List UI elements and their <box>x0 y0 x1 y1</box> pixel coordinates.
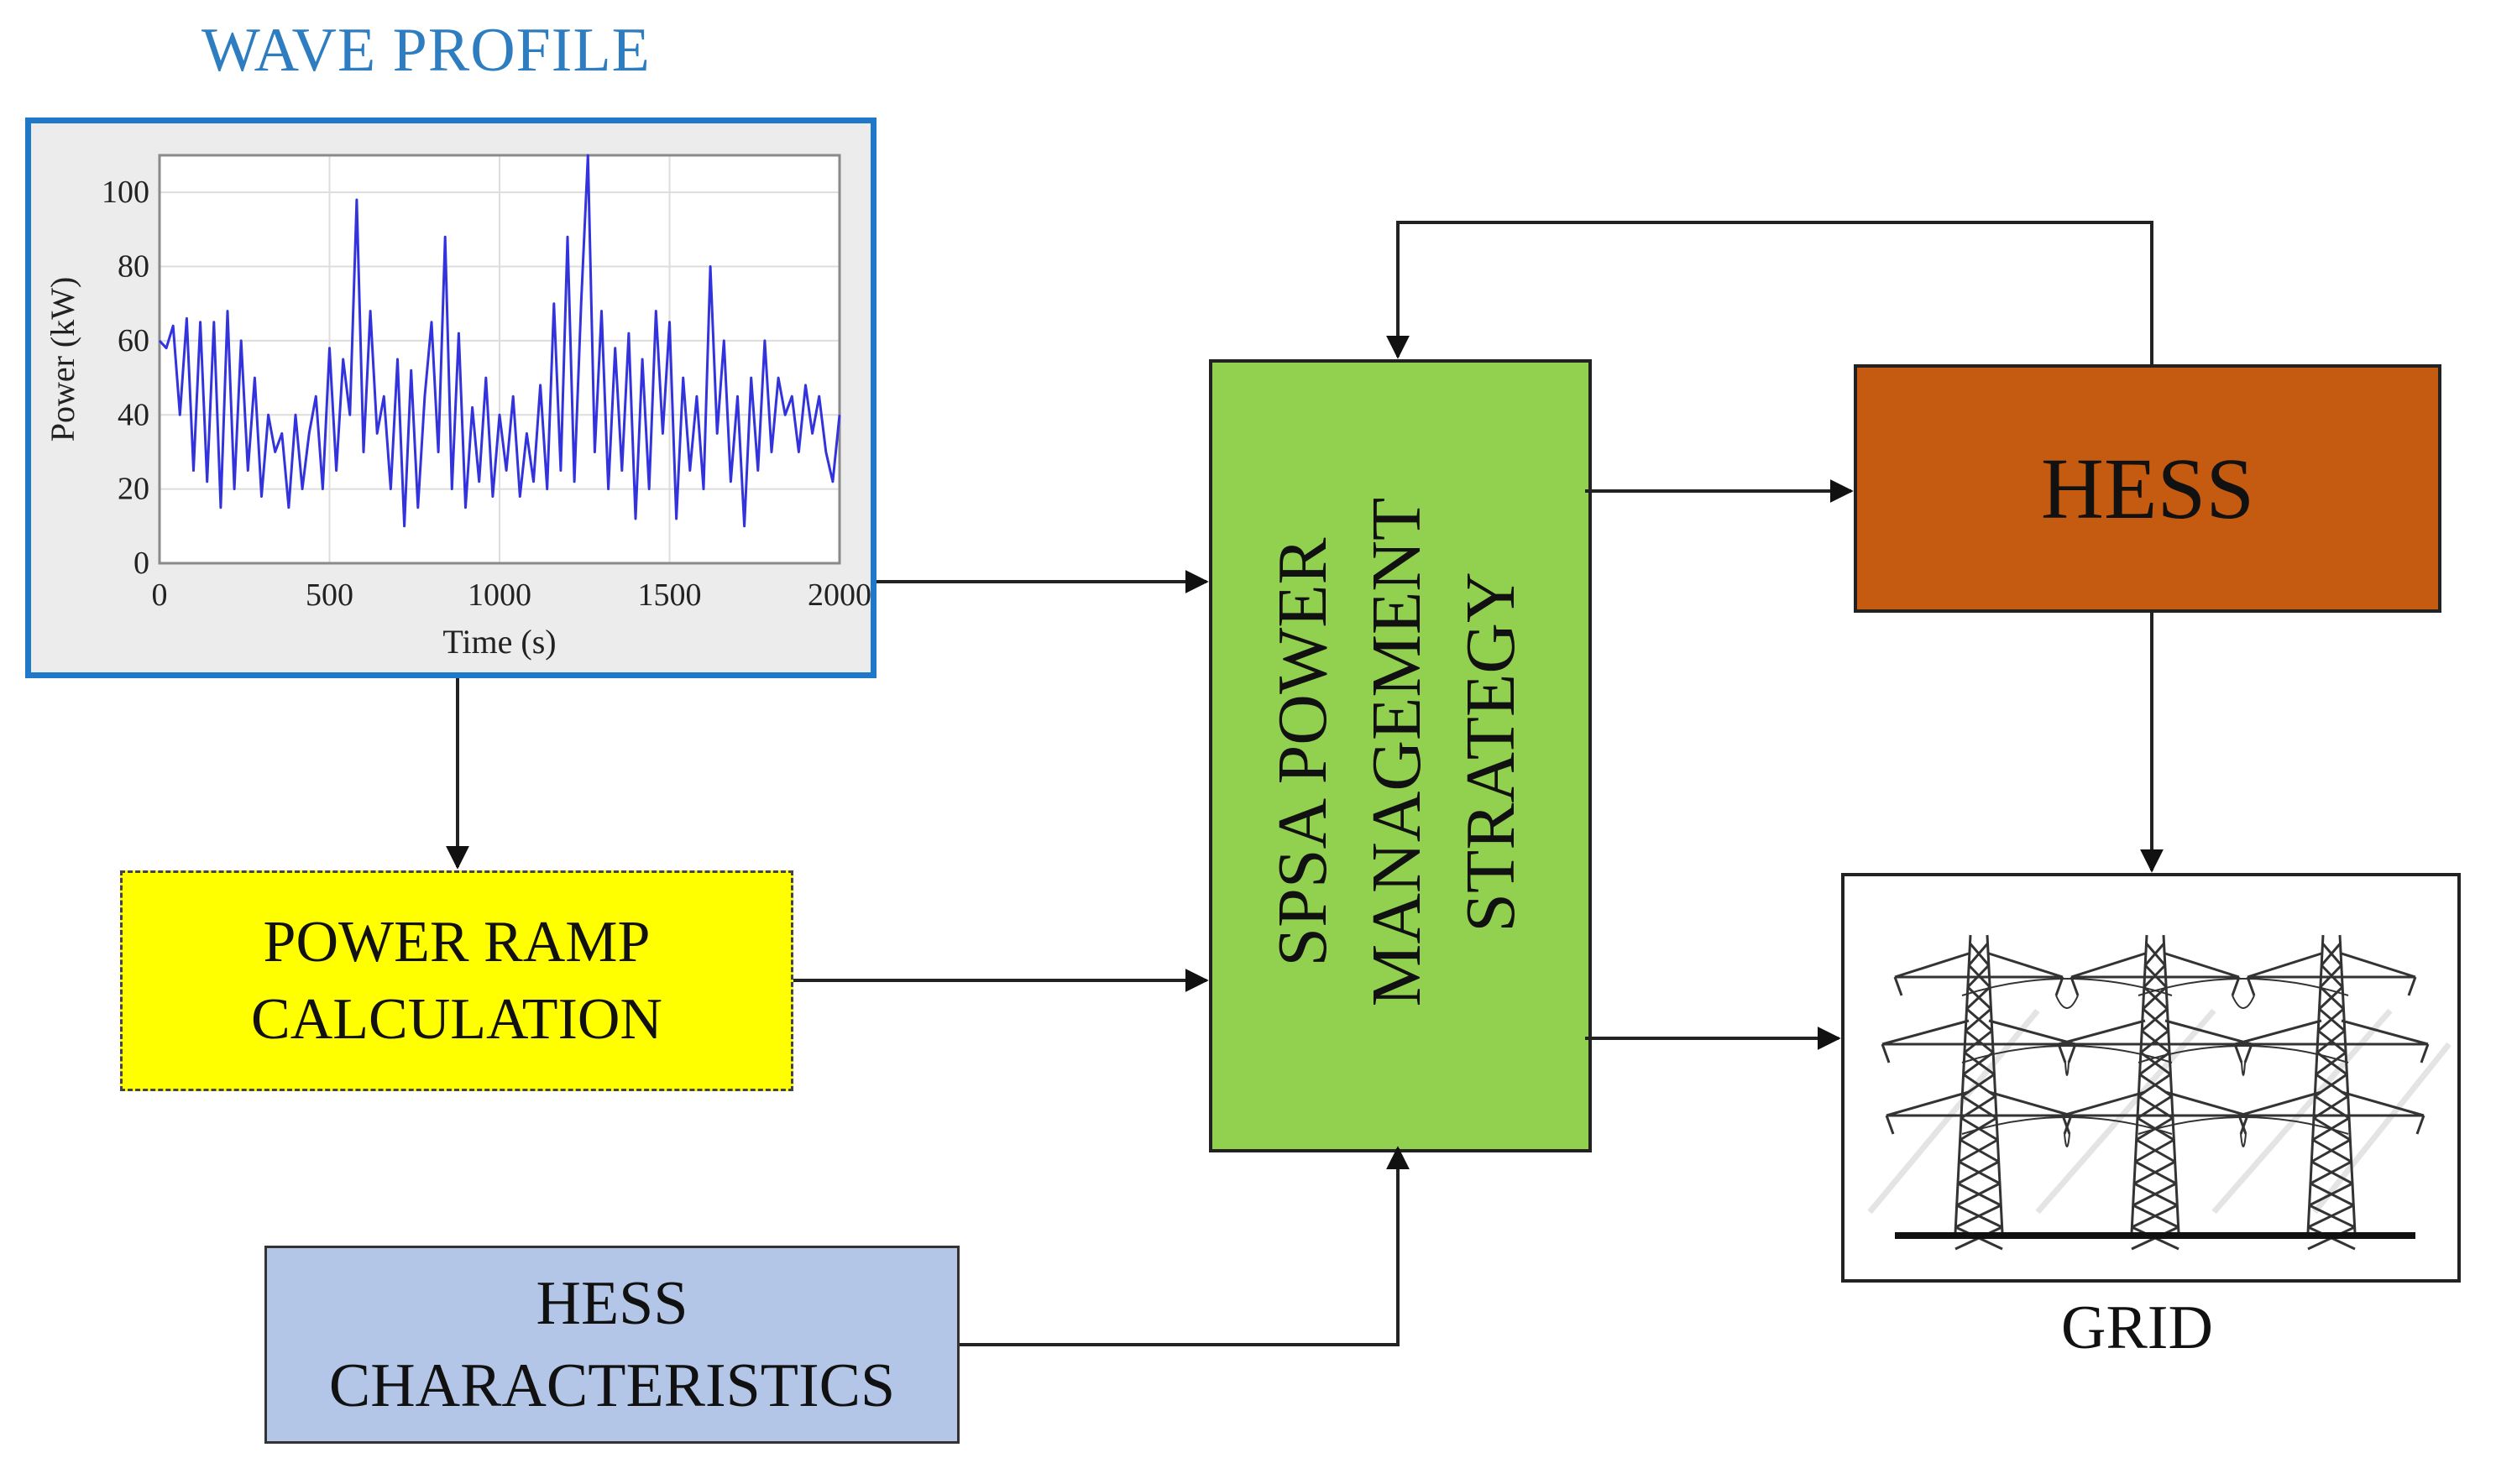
hess-characteristics-line-2: CHARACTERISTICS <box>328 1351 896 1420</box>
y-axis-label: Power (kW) <box>44 277 81 442</box>
wave-profile-title: WAVE PROFILE <box>201 16 651 85</box>
power-ramp-line-1: POWER RAMP <box>263 909 651 975</box>
arrow-hesschar-to-spsa <box>960 1146 1410 1346</box>
x-axis-label: Time (s) <box>442 623 556 661</box>
x-tick-label: 1000 <box>468 577 531 613</box>
x-tick-label: 1500 <box>638 577 702 613</box>
hess-characteristics-line-1: HESS <box>536 1269 688 1338</box>
power-series-line <box>158 154 841 528</box>
grid-label: GRID <box>2061 1293 2213 1362</box>
y-tick-label: 40 <box>118 397 149 432</box>
y-tick-label: 0 <box>133 546 149 581</box>
power-ramp-line-2: CALCULATION <box>251 986 662 1052</box>
y-tick-label: 20 <box>118 472 149 507</box>
hess-characteristics-block: HESS CHARACTERISTICS <box>264 1246 960 1444</box>
x-tick-label: 500 <box>306 577 353 613</box>
power-ramp-calculation-block: POWER RAMP CALCULATION <box>120 870 793 1091</box>
arrow-hess-feedback-to-spsa <box>1386 221 2153 364</box>
x-tick-label: 0 <box>152 577 168 613</box>
plot-area-frame <box>158 154 841 565</box>
wave-profile-chart: 0 500 1000 1500 2000 0 20 40 60 80 100 Time (s) Po… <box>44 154 871 661</box>
y-tick-label: 80 <box>118 249 149 285</box>
hess-label: HESS <box>2040 440 2255 537</box>
grid-block <box>1841 873 2461 1283</box>
spsa-strategy-block <box>1209 359 1592 1152</box>
y-tick-label: 100 <box>102 175 149 210</box>
hess-block: HESS <box>1854 364 2441 613</box>
y-tick-label: 60 <box>118 323 149 358</box>
x-tick-label: 2000 <box>808 577 871 613</box>
transmission-towers-icon <box>1867 934 2452 1251</box>
